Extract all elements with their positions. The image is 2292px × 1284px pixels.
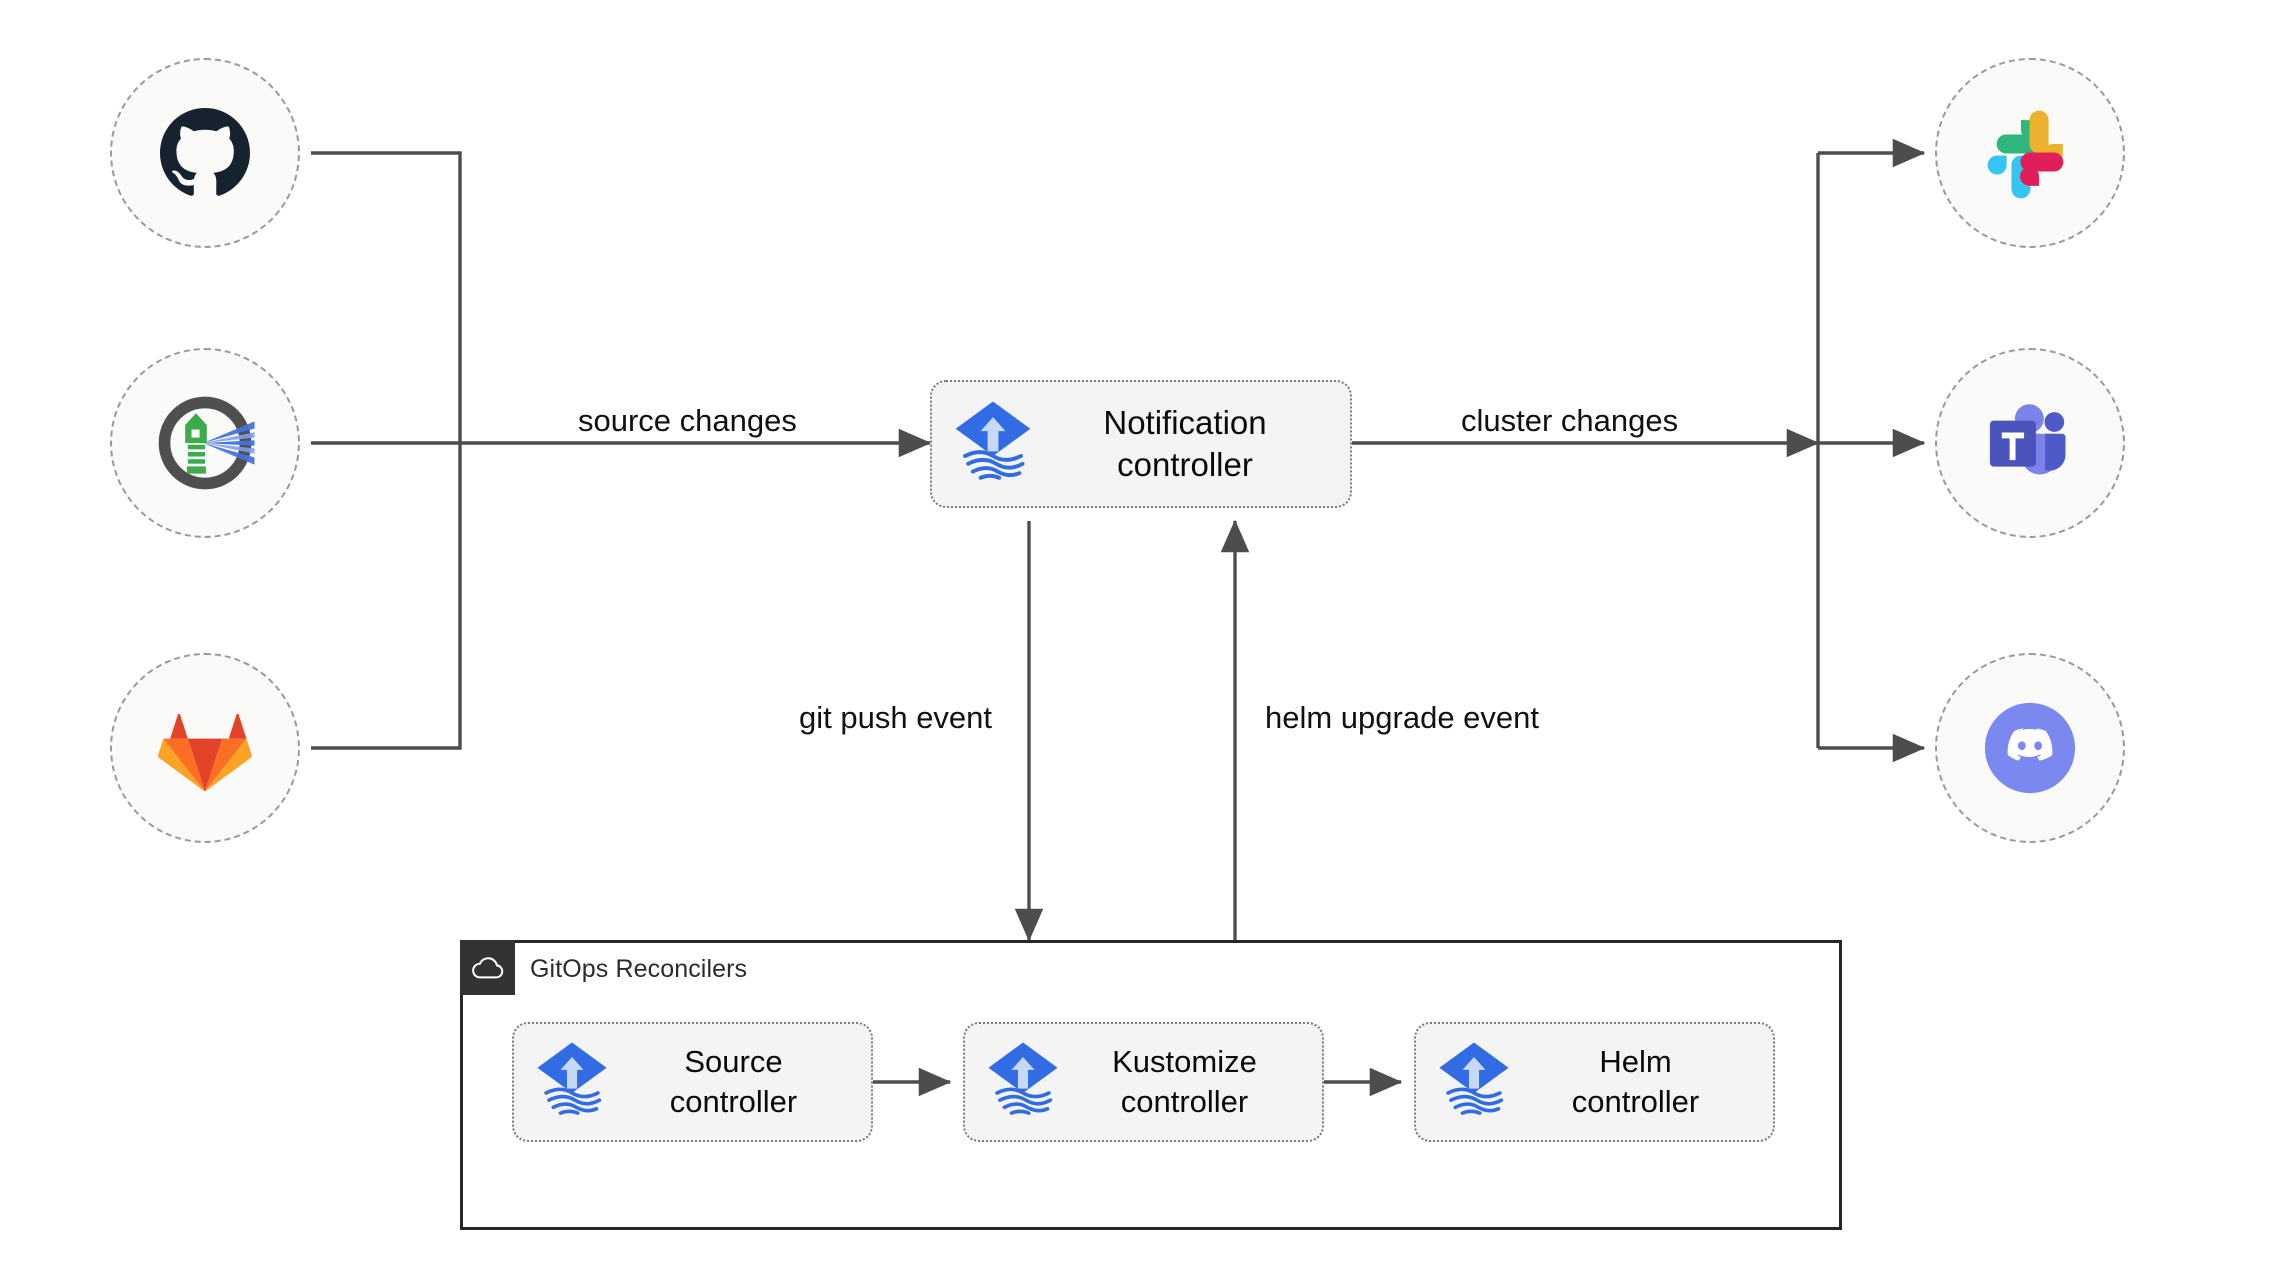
flux-icon (987, 1041, 1059, 1124)
target-node-discord[interactable] (1935, 653, 2125, 843)
edge-label-cluster-changes: cluster changes (1461, 403, 1679, 438)
github-icon (160, 108, 250, 198)
source-node-github[interactable] (110, 58, 300, 248)
edge-label-helm-upgrade-event: helm upgrade event (1265, 700, 1540, 735)
notification-controller-box[interactable]: Notification controller (930, 380, 1352, 508)
edge-label-git-push-event: git push event (799, 700, 993, 735)
gitops-reconcilers-title: GitOps Reconcilers (530, 955, 748, 983)
flux-icon (954, 400, 1032, 489)
source-node-gitlab[interactable] (110, 653, 300, 843)
source-controller-box[interactable]: Source controller (512, 1022, 873, 1142)
helm-controller-label: Helm controller (1571, 1044, 1700, 1119)
flux-lighthouse-icon (151, 389, 259, 497)
source-node-flux[interactable] (110, 348, 300, 538)
gitops-reconcilers-container (460, 940, 1842, 1230)
kustomize-controller-box[interactable]: Kustomize controller (963, 1022, 1324, 1142)
gitlab-icon (157, 702, 253, 794)
cloud-icon (460, 940, 515, 995)
flux-icon (1438, 1041, 1510, 1124)
target-node-teams[interactable] (1935, 348, 2125, 538)
discord-icon (1978, 696, 2082, 800)
kustomize-controller-label: Kustomize controller (1112, 1044, 1257, 1119)
source-controller-label: Source controller (669, 1044, 798, 1119)
ms-teams-icon (1980, 397, 2080, 489)
edge-label-source-changes: source changes (578, 403, 797, 438)
helm-controller-box[interactable]: Helm controller (1414, 1022, 1775, 1142)
target-node-slack[interactable] (1935, 58, 2125, 248)
notification-controller-label: Notification controller (1103, 403, 1267, 483)
flux-icon (536, 1041, 608, 1124)
slack-icon (1984, 107, 2076, 199)
